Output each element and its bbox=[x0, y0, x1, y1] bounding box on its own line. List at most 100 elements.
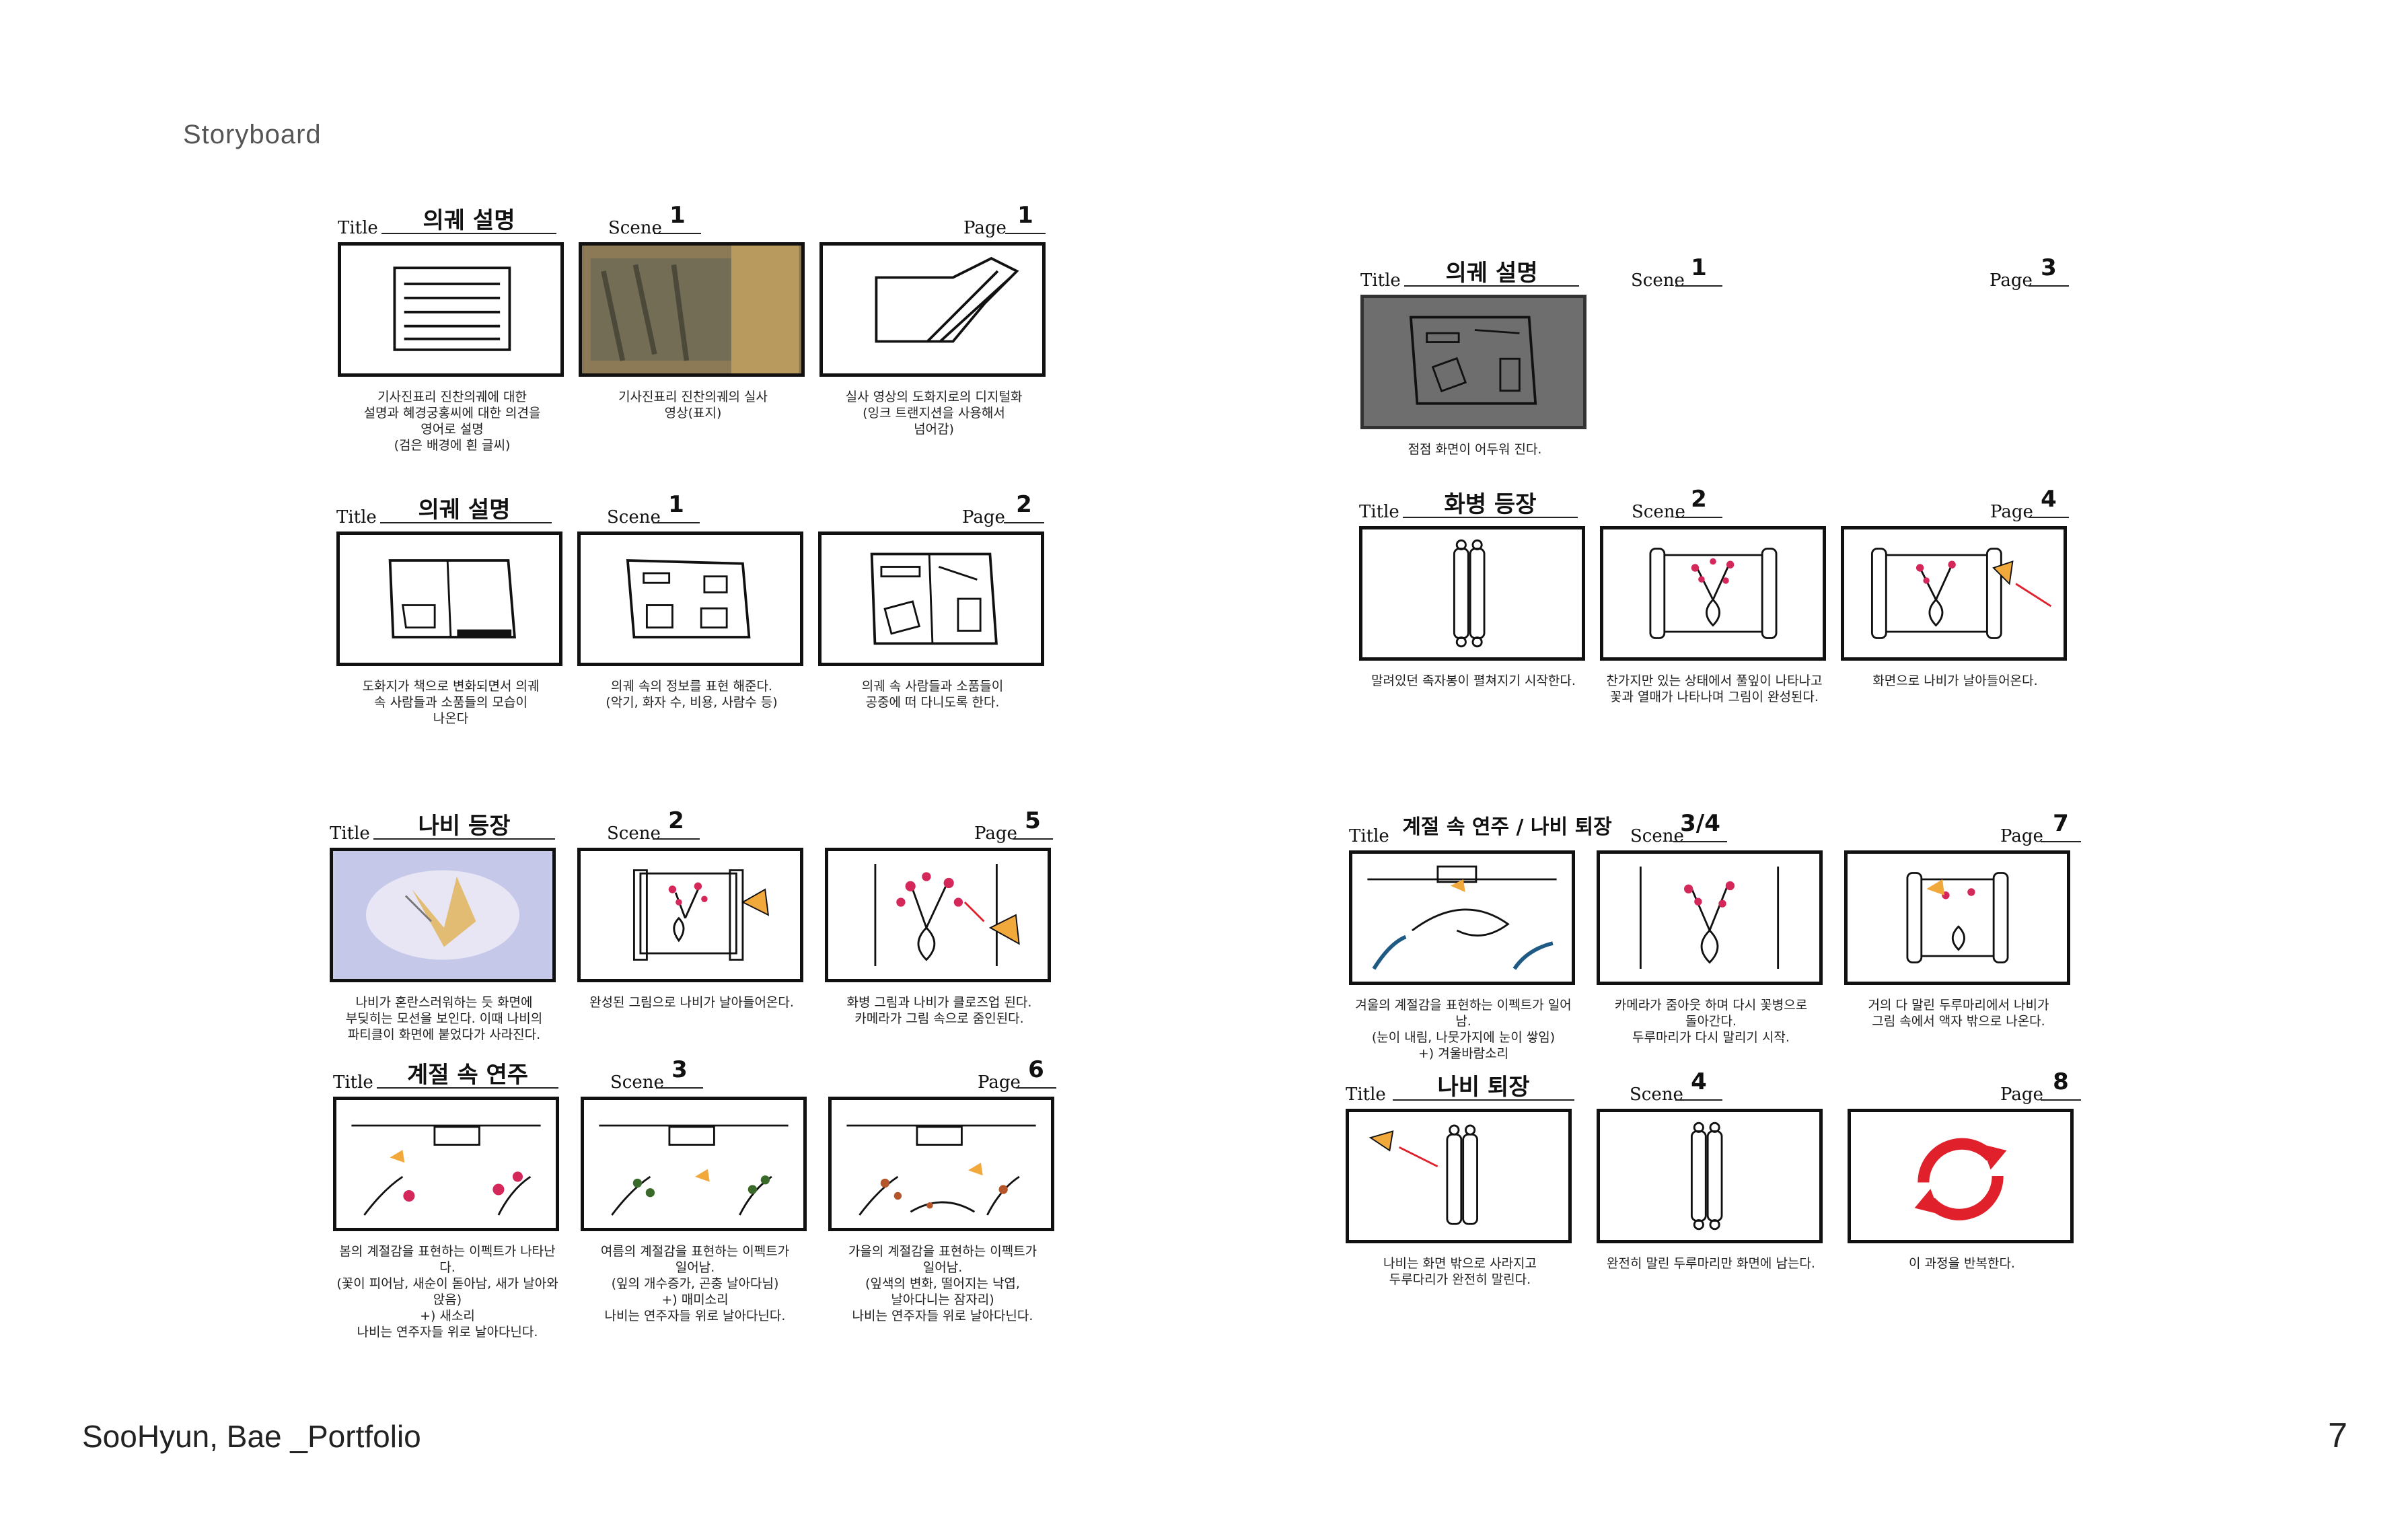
sheet-header: Title 의궤 설명 Scene 1 Page 3 bbox=[1360, 254, 2101, 295]
title-label: Title bbox=[1346, 1085, 1386, 1105]
scene-number: 2 bbox=[668, 807, 684, 834]
sheet-header: Title 계절 속 연주 Scene 3 Page 6 bbox=[333, 1056, 1073, 1097]
frame-rolled-scroll bbox=[1359, 526, 1585, 661]
sheet-title: 의궤 설명 bbox=[423, 207, 515, 234]
frame-autumn bbox=[828, 1097, 1054, 1231]
scene-label: Scene bbox=[608, 218, 662, 238]
caption: 완성된 그림으로 나비가 날아들어온다. bbox=[589, 995, 794, 1010]
frame-repeat bbox=[1848, 1109, 2074, 1243]
frame-zoom-out-vase bbox=[1597, 850, 1823, 985]
storyboard-sheet: Title 나비 퇴장 Scene 4 Page 8 나비는 화면 밖으로 사라… bbox=[1346, 1068, 2086, 1324]
storyboard-sheet: Title 의궤 설명 Scene 1 Page 3 점점 화면이 어두워 진다… bbox=[1360, 254, 2101, 510]
title-label: Title bbox=[336, 507, 377, 527]
frame-butterfly-leaves bbox=[1346, 1109, 1572, 1243]
storyboard-sheet: Title 나비 등장 Scene 2 Page 5 나비가 혼란스러워하는 듯… bbox=[330, 807, 1070, 1063]
frame-darkening bbox=[1360, 295, 1586, 429]
portfolio-author: SooHyun, Bae _Portfolio bbox=[82, 1419, 421, 1454]
caption: 의궤 속 사람들과 소품들이 공중에 떠 다니도록 한다. bbox=[861, 679, 1004, 710]
scene-label: Scene bbox=[1630, 1085, 1683, 1105]
caption: 나비는 화면 밖으로 사라지고 두루다리가 완전히 말린다. bbox=[1383, 1256, 1537, 1287]
page-number: 7 bbox=[2053, 810, 2069, 837]
page-label: Page bbox=[978, 1072, 1021, 1093]
sheet-header: Title 나비 퇴장 Scene 4 Page 8 bbox=[1346, 1068, 2086, 1109]
storyboard-sheet: Title 의궤 설명 Scene 1 Page 1 기사진표리 진찬의궤에 대… bbox=[338, 202, 1078, 457]
title-label: Title bbox=[338, 218, 378, 238]
storyboard-sheet: Title 계절 속 연주 / 나비 퇴장 Scene 3/4 Page 7 겨… bbox=[1349, 810, 2089, 1066]
sheet-title: 계절 속 연주 bbox=[406, 1062, 529, 1089]
page-label: Page bbox=[1990, 270, 2033, 291]
frame-rolled-scroll-final bbox=[1597, 1109, 1823, 1243]
sheet-title: 계절 속 연주 / 나비 퇴장 bbox=[1402, 815, 1612, 839]
page-label: Page bbox=[974, 823, 1017, 844]
caption: 완전히 말린 두루마리만 화면에 남는다. bbox=[1607, 1256, 1815, 1271]
caption: 말려있던 족자봉이 펼쳐지기 시작한다. bbox=[1371, 673, 1576, 688]
storyboard-sheet: Title 화병 등장 Scene 2 Page 4 말려있던 족자봉이 펼쳐지… bbox=[1359, 486, 2099, 741]
sheet-title: 나비 퇴장 bbox=[1437, 1074, 1530, 1101]
sheet-title: 나비 등장 bbox=[418, 813, 511, 840]
sheet-header: Title 화병 등장 Scene 2 Page 4 bbox=[1359, 486, 2099, 526]
caption: 실사 영상의 도화지로의 디지털화 (잉크 트랜지션을 사용해서 넘어감) bbox=[845, 390, 1023, 437]
scene-label: Scene bbox=[1630, 826, 1684, 846]
page-number: 5 bbox=[1025, 807, 1041, 834]
sheet-title: 화병 등장 bbox=[1444, 491, 1537, 518]
caption: 화병 그림과 나비가 클로즈업 된다. 카메라가 그림 속으로 줌인된다. bbox=[846, 995, 1032, 1026]
caption: 점점 화면이 어두워 진다. bbox=[1408, 442, 1542, 457]
page-number: 4 bbox=[2041, 486, 2057, 513]
frame-book bbox=[336, 531, 562, 666]
scene-number: 4 bbox=[1691, 1068, 1707, 1095]
caption: 겨울의 계절감을 표현하는 이펙트가 일어남. (눈이 내림, 나뭇가지에 눈이… bbox=[1355, 998, 1572, 1061]
sheet-title: 의궤 설명 bbox=[418, 497, 511, 523]
frame-summer bbox=[581, 1097, 807, 1231]
scene-label: Scene bbox=[607, 823, 661, 844]
scene-number: 1 bbox=[1691, 254, 1707, 281]
repeat-icon bbox=[1914, 1138, 2007, 1220]
frame-photo bbox=[579, 242, 805, 377]
caption: 봄의 계절감을 표현하는 이펙트가 나타난다. (꽃이 피어남, 새순이 돋아남… bbox=[336, 1244, 558, 1340]
scene-number: 1 bbox=[668, 491, 684, 518]
frame-butterfly-blur bbox=[330, 848, 556, 982]
storyboard-sheet: Title 의궤 설명 Scene 1 Page 2 도화지가 책으로 변화되면… bbox=[336, 491, 1077, 747]
frame-floating-props bbox=[818, 531, 1044, 666]
caption: 화면으로 나비가 날아들어온다. bbox=[1872, 673, 2038, 688]
page-label: Page bbox=[962, 507, 1005, 527]
frame-butterfly-enters bbox=[1841, 526, 2067, 661]
frame-ink-transition bbox=[819, 242, 1046, 377]
caption: 도화지가 책으로 변화되면서 의궤 속 사람들과 소품들의 모습이 나온다 bbox=[362, 679, 540, 726]
scene-number: 1 bbox=[669, 202, 686, 229]
page-number: 6 bbox=[1028, 1056, 1044, 1083]
caption: 거의 다 말린 두루마리에서 나비가 그림 속에서 액자 밖으로 나온다. bbox=[1868, 998, 2049, 1029]
scene-number: 3 bbox=[671, 1056, 688, 1083]
frame-vase-painting bbox=[1600, 526, 1826, 661]
storyboard-sheet: Title 계절 속 연주 Scene 3 Page 6 봄의 계절감을 표현하… bbox=[333, 1056, 1073, 1340]
caption: 찬가지만 있는 상태에서 풀잎이 나타나고 꽃과 열매가 나타나며 그림이 완성… bbox=[1606, 673, 1823, 704]
scene-label: Scene bbox=[610, 1072, 664, 1093]
page-label: Page bbox=[2000, 826, 2043, 846]
page-number: 3 bbox=[2041, 254, 2057, 281]
page-number: 8 bbox=[2053, 1068, 2069, 1095]
title-label: Title bbox=[330, 823, 370, 844]
page-number: 2 bbox=[1016, 491, 1032, 518]
sheet-header: Title 의궤 설명 Scene 1 Page 1 bbox=[338, 202, 1078, 242]
title-label: Title bbox=[1359, 502, 1399, 522]
sheet-header: Title 계절 속 연주 / 나비 퇴장 Scene 3/4 Page 7 bbox=[1349, 810, 2089, 850]
scene-number: 2 bbox=[1691, 486, 1707, 513]
caption: 이 과정을 반복한다. bbox=[1909, 1256, 2015, 1271]
caption: 여름의 계절감을 표현하는 이펙트가 일어남. (잎의 개수증가, 곤충 날아다… bbox=[600, 1244, 790, 1323]
page-number: 1 bbox=[1017, 202, 1033, 229]
frame-book-info bbox=[577, 531, 803, 666]
caption: 카메라가 줌아웃 하며 다시 꽃병으로 돌아간다. 두루마리가 다시 말리기 시… bbox=[1614, 998, 1808, 1045]
section-label: Storyboard bbox=[183, 120, 322, 149]
page-number-footer: 7 bbox=[2328, 1416, 2347, 1455]
caption: 가을의 계절감을 표현하는 이펙트가 일어남. (잎색의 변화, 떨어지는 낙엽… bbox=[848, 1244, 1037, 1323]
frame-vase-closeup bbox=[825, 848, 1051, 982]
frame-winter bbox=[1349, 850, 1575, 985]
scene-number: 3/4 bbox=[1680, 810, 1720, 837]
scene-label: Scene bbox=[607, 507, 661, 527]
frame-spring bbox=[333, 1097, 559, 1231]
page-label: Page bbox=[1990, 502, 2033, 522]
scene-label: Scene bbox=[1632, 502, 1685, 522]
sheet-header: Title 의궤 설명 Scene 1 Page 2 bbox=[336, 491, 1077, 531]
caption: 기사진표리 진찬의궤의 실사 영상(표지) bbox=[618, 390, 768, 420]
sheet-header: Title 나비 등장 Scene 2 Page 5 bbox=[330, 807, 1070, 848]
caption: 기사진표리 진찬의궤에 대한 설명과 혜경궁홍씨에 대한 의견을 영어로 설명 … bbox=[363, 390, 541, 453]
